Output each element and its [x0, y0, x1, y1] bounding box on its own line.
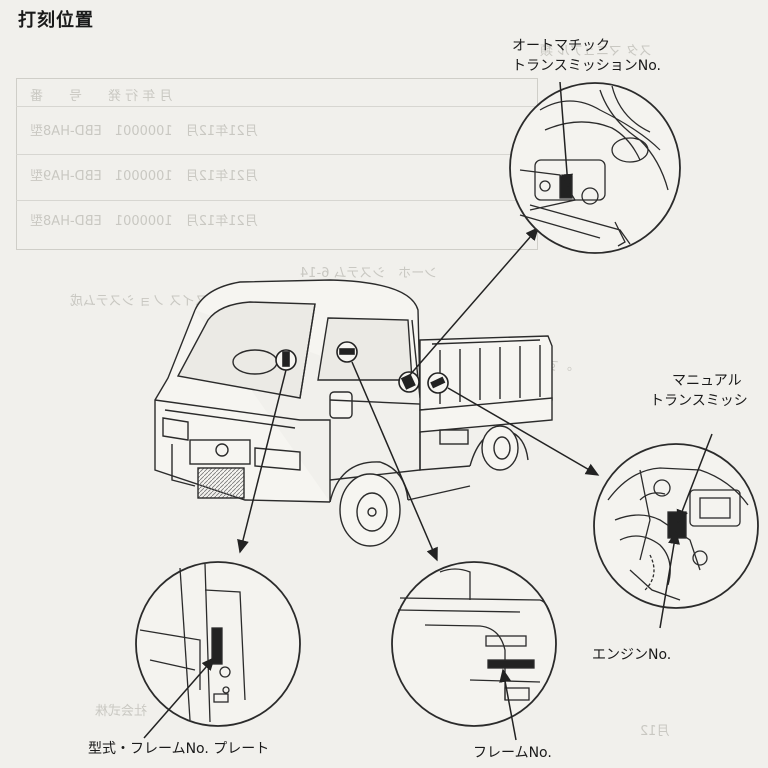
location-markers: [275, 341, 449, 394]
detail-frame: [391, 561, 557, 727]
engine-number-label: エンジンNo.: [592, 647, 672, 663]
detail-pillar-plate: [135, 561, 301, 727]
at-transmission-label-line2: トランスミッションNo.: [512, 58, 661, 74]
detail-at-transmission: [509, 82, 681, 254]
page-title: 打刻位置: [18, 10, 94, 31]
mt-transmission-label-line2: トランスミッシ: [650, 393, 748, 409]
detail-engine: [593, 443, 759, 609]
model-frame-plate-label: 型式・フレームNo. プレート: [88, 741, 270, 757]
label-pointers: [143, 81, 713, 741]
frame-number-label: フレームNo.: [473, 745, 552, 761]
mt-transmission-label-line1: マニュアル: [672, 373, 742, 389]
at-transmission-label-line1: オートマチック: [512, 38, 610, 54]
leader-lines: [237, 226, 600, 562]
kei-truck-illustration: [154, 279, 553, 547]
